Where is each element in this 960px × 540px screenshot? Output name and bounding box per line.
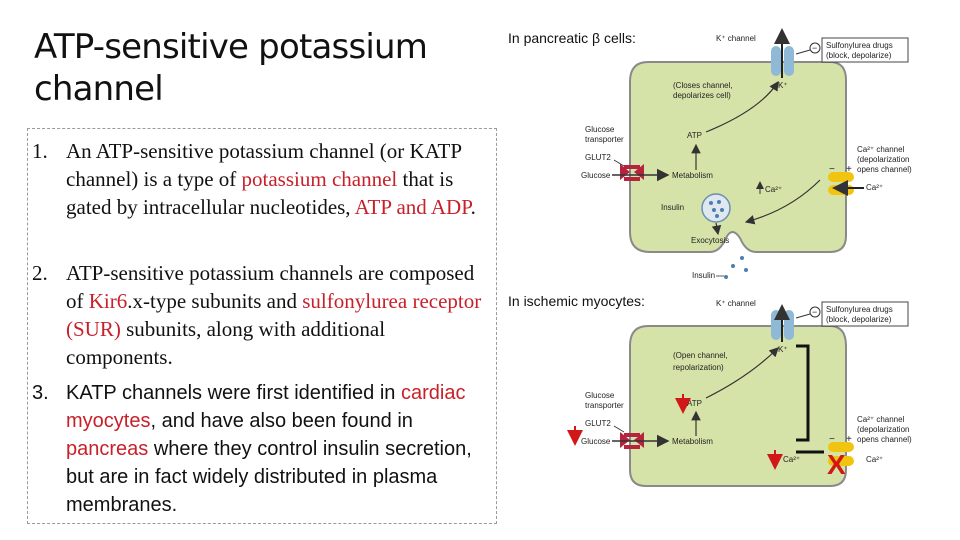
list-text: ATP-sensitive potassium channels are com… [66, 259, 492, 371]
k-channel-right-subunit [784, 46, 794, 76]
bottom-diagram-heading: In ischemic myocytes: [508, 293, 645, 309]
glut2-label: GLUT2 [585, 419, 611, 428]
ca-outside-label: Ca²⁺ [866, 455, 883, 464]
glut2-transporter [620, 432, 644, 449]
glut2-label: GLUT2 [585, 153, 611, 162]
text-segment: ATP-sensitive potassium channels are com… [66, 261, 475, 313]
sulfonylurea-sub-label: (block, depolarize) [826, 51, 892, 60]
pancreatic-beta-cell-diagram: K⁺ channel − Sulfonylurea drugs (block, … [581, 28, 912, 280]
metabolism-label: Metabolism [672, 171, 713, 180]
list-text: KATP channels were first identified in c… [66, 379, 492, 519]
sulfonylurea-sub-label: (block, depolarize) [826, 315, 892, 324]
k-ion-label: K⁺ [778, 345, 788, 354]
glucose-label: Glucose [581, 437, 611, 446]
highlighted-term: cardiac myocytes [66, 382, 466, 432]
insulin-inside-label: Insulin [661, 203, 684, 212]
list-item: 2. ATP-sensitive potassium channels are … [32, 259, 492, 371]
text-segment: where they control insulin secretion, bu… [66, 438, 472, 516]
ca-channel-label: Ca²⁺ channel [857, 415, 905, 424]
list-item: 1. An ATP-sensitive potassium channel (o… [32, 137, 492, 221]
ca-channel-sub-label: (depolarization [857, 155, 909, 164]
list-item: 3. KATP channels were first identified i… [32, 379, 492, 519]
text-segment: . [470, 195, 476, 219]
list-number: 2. [32, 261, 48, 285]
text-segment: .x-type subunits and [127, 289, 303, 313]
ca-outside-label: Ca²⁺ [866, 183, 883, 192]
minus-sign: − [812, 43, 817, 53]
atp-label: ATP [687, 131, 702, 140]
glucose-transporter-label: Glucose [585, 391, 615, 400]
text-segment: that is gated by intracellular nucleotid… [66, 167, 454, 219]
glut2-transporter [620, 164, 644, 181]
minus-sign: − [829, 164, 835, 175]
list-number: 3. [32, 382, 49, 404]
glucose-label: Glucose [581, 171, 611, 180]
insulin-out-label: Insulin [692, 271, 715, 280]
glucose-transporter-label-2: transporter [585, 135, 624, 144]
minus-sign: − [829, 434, 835, 445]
text-segment: An ATP-sensitive potassium channel (or K… [66, 139, 462, 191]
plus-sign: + [846, 164, 852, 175]
slide-title: ATP-sensitive potassium channel [34, 27, 428, 109]
highlighted-term: potassium channel [241, 167, 398, 191]
k-channel-label: K⁺ channel [716, 299, 756, 308]
repolarization-label: repolarization) [673, 363, 724, 372]
highlighted-term: Kir6 [88, 289, 128, 313]
text-segment: KATP channels were first identified in [66, 382, 401, 404]
list-text: An ATP-sensitive potassium channel (or K… [66, 137, 492, 221]
ischemic-myocyte-diagram: K⁺ channel − Sulfonylurea drugs (block, … [567, 299, 912, 487]
list-number: 1. [32, 139, 48, 163]
atp-label: ATP [687, 399, 702, 408]
cell-membrane [629, 61, 847, 253]
plus-sign: + [846, 434, 852, 445]
ca-channel-sub-label: (depolarization [857, 425, 909, 434]
depolarizes-cell-label: depolarizes cell) [673, 91, 731, 100]
exocytosis-label: Exocytosis [691, 236, 729, 245]
k-channel-left-subunit [771, 46, 781, 76]
insulin-vesicle [701, 193, 731, 223]
cell-membrane [629, 325, 847, 487]
ca-inside-label: Ca²⁺ [783, 455, 800, 464]
text-segment: , and have also been found in [150, 410, 413, 432]
ca-channel-sub-label-2: opens channel) [857, 165, 912, 174]
minus-sign: − [812, 307, 817, 317]
ca-channel-sub-label-2: opens channel) [857, 435, 912, 444]
k-channel-left-subunit [771, 310, 781, 340]
highlighted-term: ATP and ADP [354, 195, 471, 219]
top-diagram-heading: In pancreatic β cells: [508, 30, 636, 46]
blocked-channel-x-mark: X [827, 449, 846, 480]
k-channel-right-subunit [784, 310, 794, 340]
closes-channel-label: (Closes channel, [673, 81, 733, 90]
glucose-transporter-label: Glucose [585, 125, 615, 134]
k-ion-label: K⁺ [778, 81, 788, 90]
ca-channel [828, 442, 854, 466]
ca-channel-label: Ca²⁺ channel [857, 145, 905, 154]
sulfonylurea-label: Sulfonylurea drugs [826, 305, 893, 314]
highlighted-term: pancreas [66, 438, 149, 460]
highlighted-term: sulfonylurea receptor (SUR) [66, 289, 482, 341]
k-channel-label: K⁺ channel [716, 34, 756, 43]
open-channel-label: (Open channel, [673, 351, 728, 360]
metabolism-label: Metabolism [672, 437, 713, 446]
glucose-transporter-label-2: transporter [585, 401, 624, 410]
bullet-textbox: 1. An ATP-sensitive potassium channel (o… [27, 128, 497, 524]
sulfonylurea-label: Sulfonylurea drugs [826, 41, 893, 50]
text-segment: subunits, along with additional componen… [66, 317, 386, 369]
ca-inside-label: Ca²⁺ [765, 185, 782, 194]
